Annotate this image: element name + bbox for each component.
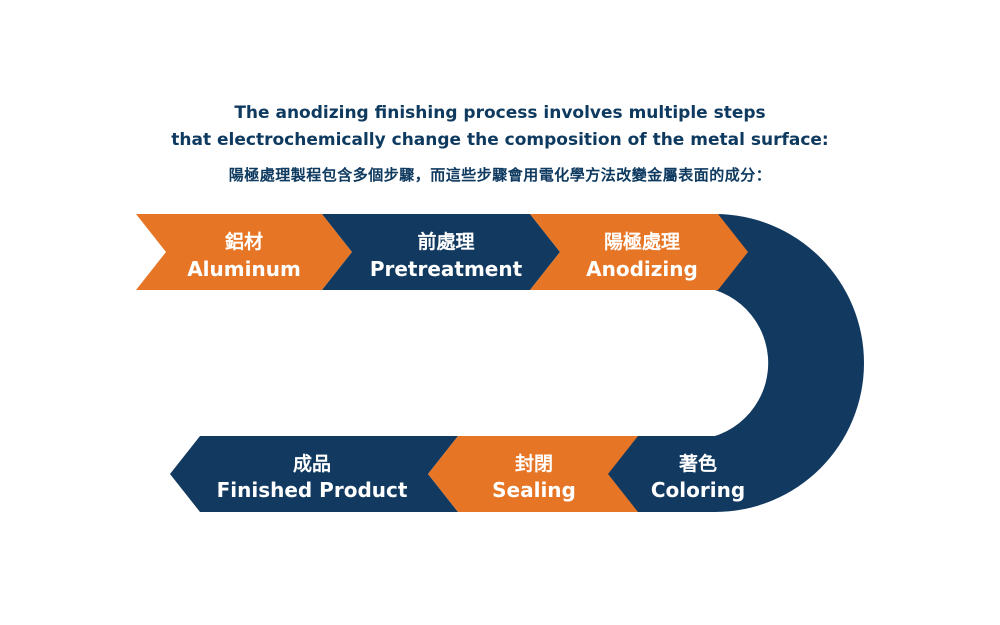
step-6-label-zh: 成品 bbox=[293, 452, 331, 475]
step-4-label-zh: 著色 bbox=[679, 452, 717, 475]
chevron-step-6 bbox=[170, 436, 458, 512]
step-1-label-zh: 鋁材 bbox=[225, 230, 263, 253]
chevron-step-5 bbox=[428, 436, 668, 512]
u-turn-connector bbox=[638, 214, 864, 512]
diagram-header: The anodizing finishing process involves… bbox=[0, 100, 1000, 186]
chevron-step-3 bbox=[530, 214, 748, 290]
chevron-step-4 bbox=[608, 436, 716, 512]
step-3-label-en: Anodizing bbox=[586, 257, 698, 281]
step-2-label-en: Pretreatment bbox=[370, 257, 523, 281]
step-3-label-zh: 陽極處理 bbox=[604, 230, 680, 253]
chevron-step-1 bbox=[136, 214, 352, 290]
step-2-label-zh: 前處理 bbox=[417, 230, 474, 253]
header-line-zh: 陽極處理製程包含多個步驟，而這些步驟會用電化學方法改變金屬表面的成分： bbox=[228, 166, 772, 184]
step-4-label-en: Coloring bbox=[651, 478, 745, 502]
step-6-label-en: Finished Product bbox=[217, 478, 408, 502]
step-1-label-en: Aluminum bbox=[187, 257, 301, 281]
step-5-label-zh: 封閉 bbox=[515, 452, 553, 475]
step-5-label-en: Sealing bbox=[492, 478, 576, 502]
header-line-1: The anodizing finishing process involves… bbox=[234, 103, 766, 123]
header-line-2: that electrochemically change the compos… bbox=[171, 130, 829, 150]
chevron-step-2 bbox=[322, 214, 560, 290]
